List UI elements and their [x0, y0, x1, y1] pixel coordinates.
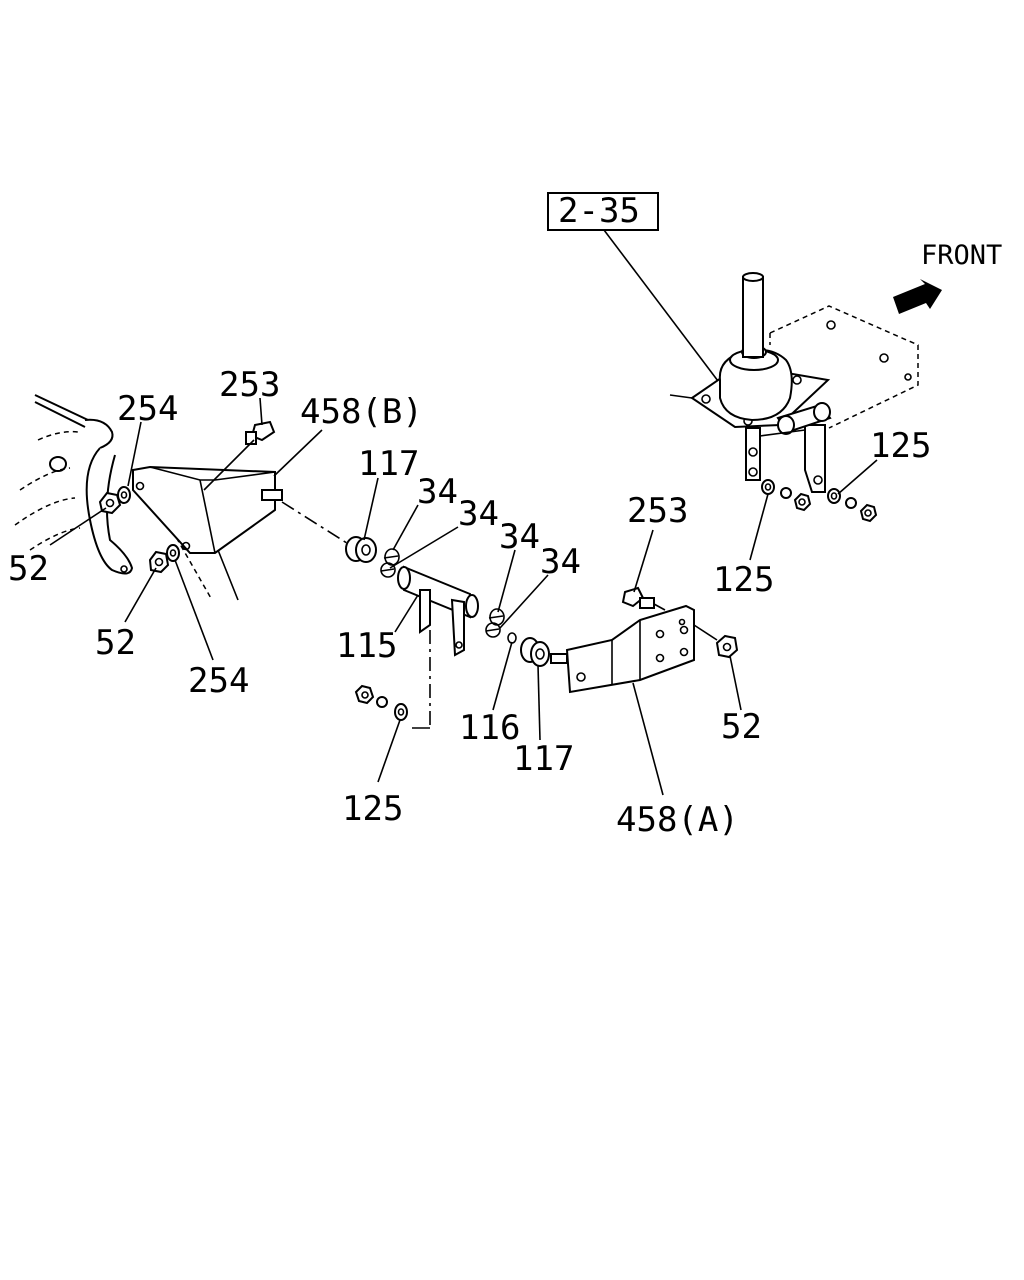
snap-ring-116: [507, 632, 517, 644]
bushing-117-right: [520, 637, 550, 667]
callout-458b: 458(B): [300, 392, 423, 432]
front-arrow-icon: [893, 279, 942, 314]
shift-lever-assembly: [669, 272, 919, 493]
callout-115: 115: [336, 626, 397, 666]
callout-34-c: 34: [499, 517, 540, 557]
callout-116: 116: [459, 708, 520, 748]
bracket-stud-a: [550, 653, 568, 664]
callout-52-left-upper: 52: [8, 549, 49, 589]
shaft-115: [397, 565, 479, 729]
lower-washer-nut-set: [354, 684, 408, 721]
front-label: FRONT: [921, 240, 1002, 271]
center-line-upper: [281, 501, 351, 546]
callout-34-d: 34: [540, 542, 581, 582]
callout-254-lower: 254: [188, 661, 249, 701]
bushing-117-left: [345, 536, 377, 563]
ref-box-label: 2-35: [558, 191, 640, 231]
callout-34-a: 34: [417, 472, 458, 512]
callout-253-upper: 253: [219, 365, 280, 405]
bolt-253-lower: [621, 586, 666, 611]
callout-117-right: 117: [513, 739, 574, 779]
bracket-458a: [565, 604, 695, 694]
ref-box-frame: [547, 192, 659, 231]
clip-34-set-left: [380, 548, 400, 578]
callout-253-lower: 253: [627, 491, 688, 531]
callout-52-left-lower: 52: [95, 623, 136, 663]
bolt-253-upper: [203, 420, 276, 491]
callout-34-b: 34: [458, 494, 499, 534]
callout-125-lower: 125: [342, 789, 403, 829]
callout-125-right: 125: [713, 560, 774, 600]
ref-leader-line: [603, 229, 719, 382]
clip-34-set-right: [485, 608, 505, 638]
leader-lines: [49, 397, 878, 796]
nut-52-right: [693, 624, 739, 659]
right-washer-nut-set: [761, 479, 878, 523]
callout-458a: 458(A): [616, 800, 739, 840]
callout-125-upper-right: 125: [870, 426, 931, 466]
callout-117-left: 117: [358, 444, 419, 484]
left-washer-nut-set: [98, 486, 180, 574]
bracket-458b: [132, 465, 276, 554]
callout-52-right: 52: [721, 707, 762, 747]
bracket-stud: [261, 489, 283, 501]
callout-254-upper: 254: [117, 389, 178, 429]
